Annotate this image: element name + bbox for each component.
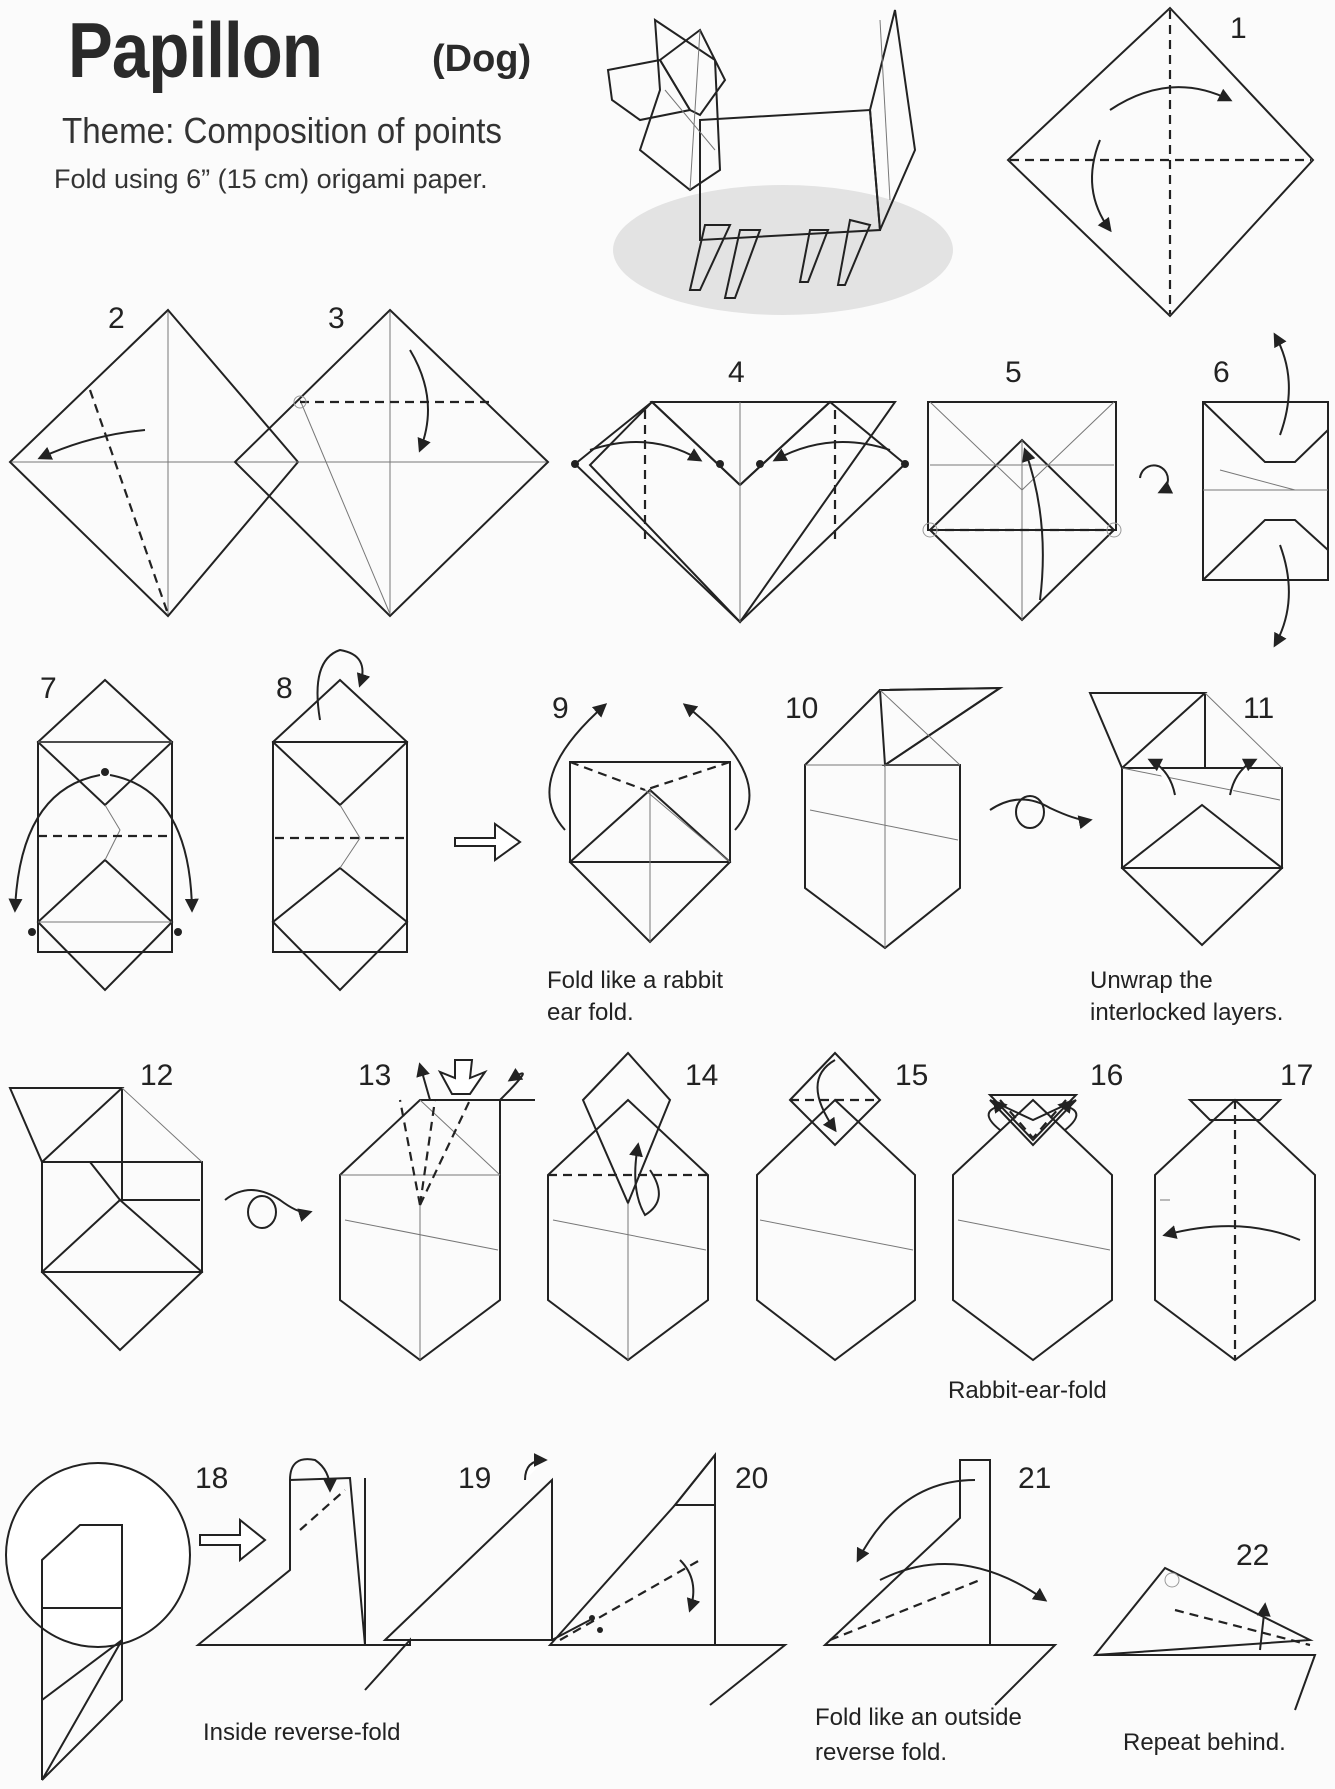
step-15-diagram	[757, 1053, 915, 1360]
square-paper	[1008, 8, 1313, 316]
step-13-diagram	[340, 1060, 535, 1360]
caption-step-11-line-1: Unwrap the	[1090, 967, 1213, 994]
caption-step-11-line-2: interlocked layers.	[1090, 999, 1283, 1026]
step-18-detail-circle	[6, 1463, 190, 1780]
step-2-diagram	[10, 310, 298, 616]
next-step-arrow-icon	[455, 824, 520, 860]
step-10-diagram	[805, 688, 1000, 948]
step-number: 11	[1243, 692, 1274, 725]
caption-step-21-line-1: Fold like an outside	[815, 1704, 1022, 1731]
step-8-diagram	[273, 650, 407, 990]
step-number: 18	[195, 1462, 228, 1495]
step-1-diagram	[1008, 8, 1313, 316]
step-number: 13	[358, 1059, 391, 1092]
step-number: 9	[552, 692, 569, 725]
step-number: 20	[735, 1462, 768, 1495]
step-number: 5	[1005, 356, 1022, 389]
step-number: 16	[1090, 1059, 1123, 1092]
step-number: 6	[1213, 356, 1230, 389]
dog-shadow	[613, 185, 953, 315]
step-7-diagram	[15, 680, 192, 990]
step-number: 1	[1230, 12, 1247, 45]
step-3-diagram	[235, 310, 548, 616]
step-number: 3	[328, 302, 345, 335]
caption-step-18: Inside reverse-fold	[203, 1719, 400, 1746]
finished-dog-illustration	[608, 10, 953, 315]
caption-step-16: Rabbit-ear-fold	[948, 1377, 1107, 1404]
caption-step-9-line-1: Fold like a rabbit	[547, 967, 723, 994]
step-5-diagram	[923, 402, 1168, 620]
step-number: 21	[1018, 1462, 1051, 1495]
step-number: 22	[1236, 1539, 1269, 1572]
caption-step-22: Repeat behind.	[1123, 1729, 1286, 1756]
step-18-diagram	[198, 1459, 410, 1690]
step-11-diagram	[1090, 693, 1282, 945]
step-16-diagram	[953, 1095, 1112, 1360]
step-number: 17	[1280, 1059, 1313, 1092]
step-14-diagram	[548, 1053, 708, 1360]
step-17-diagram	[1155, 1100, 1315, 1360]
step-12-diagram	[10, 1088, 202, 1350]
turn-over-icon	[990, 799, 1090, 820]
step-4-diagram	[571, 402, 909, 622]
step-number: 7	[40, 672, 57, 705]
turn-over-icon-2	[225, 1190, 310, 1213]
step-number: 2	[108, 302, 125, 335]
caption-step-21-line-2: reverse fold.	[815, 1739, 947, 1766]
step-9-diagram	[549, 705, 749, 942]
caption-step-9-line-2: ear fold.	[547, 999, 634, 1026]
step-number: 14	[685, 1059, 718, 1092]
step-number: 8	[276, 672, 293, 705]
step-number: 19	[458, 1462, 491, 1495]
step-22-diagram	[1095, 1568, 1315, 1710]
step-number: 12	[140, 1059, 173, 1092]
zoom-arrow-icon	[200, 1520, 265, 1560]
step-number: 15	[895, 1059, 928, 1092]
step-number: 4	[728, 356, 745, 389]
step-21-diagram	[825, 1460, 1055, 1705]
step-number: 10	[785, 692, 818, 725]
